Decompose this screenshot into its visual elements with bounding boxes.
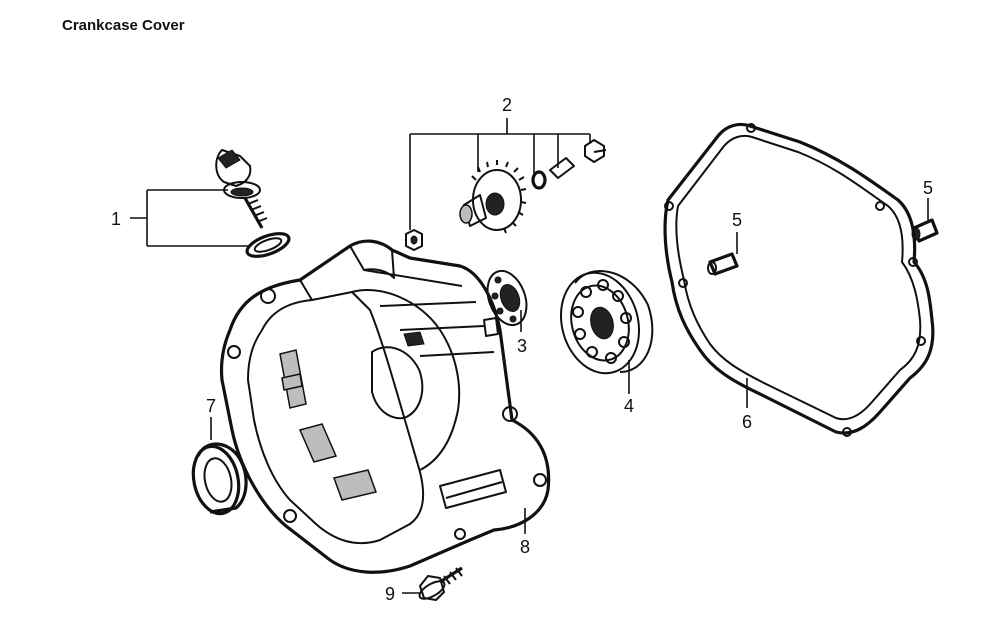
part-2-pin[interactable] [549,157,575,179]
diagram-title: Crankcase Cover [62,17,185,34]
part-2-washer[interactable] [531,170,547,190]
part-1-oil-dipstick[interactable] [215,149,292,261]
callout-9: 9 [385,584,395,604]
part-6-gasket[interactable] [663,122,935,437]
part-8-crankcase-cover[interactable] [219,239,551,574]
callout-5a: 5 [732,210,742,230]
part-2-governor-gear[interactable] [459,160,527,234]
part-5-dowel-pin-a[interactable] [707,252,739,276]
callout-3: 3 [517,336,527,356]
part-9-flange-bolt[interactable] [417,566,463,602]
part-2-nut[interactable] [405,229,423,251]
callout-7: 7 [206,396,216,416]
callout-4: 4 [624,396,634,416]
callout-2-leader [409,118,591,230]
callout-1: 1 [111,209,121,229]
callout-6: 6 [742,412,752,432]
part-4-large-bearing[interactable] [550,264,654,382]
part-1-o-ring[interactable] [244,229,292,261]
callout-2: 2 [502,95,512,115]
callout-1-leader [130,189,248,247]
part-3-small-bearing[interactable] [481,266,534,331]
callout-8: 8 [520,537,530,557]
part-2-bolt[interactable] [584,139,607,163]
callout-5b: 5 [923,178,933,198]
